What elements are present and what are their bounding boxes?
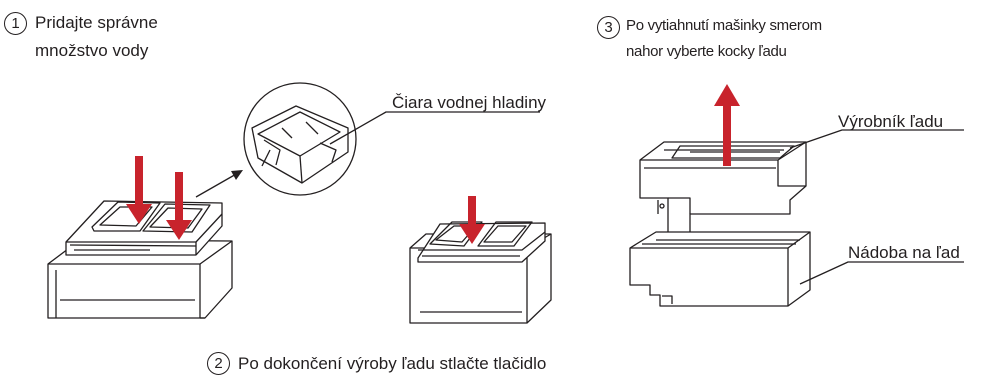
red-arrows <box>126 84 740 244</box>
step-1-text-line1: Pridajte správne <box>35 13 158 32</box>
step-1-number: 1 <box>4 12 27 35</box>
down-arrow-1-shaft <box>135 156 143 206</box>
step-3-number: 3 <box>597 16 620 39</box>
magnifier-drawing <box>243 82 540 196</box>
step-2-number: 2 <box>207 352 230 375</box>
water-line-label: Čiara vodnej hladiny <box>392 93 547 112</box>
down-arrow-2-shaft <box>175 172 183 222</box>
ice-container-label: Nádoba na ľad <box>848 243 960 262</box>
step-1-text-line2: množstvo vody <box>35 41 149 60</box>
up-arrow-shaft <box>723 104 731 166</box>
down-arrow-3-head <box>166 220 192 240</box>
zoom-arrow <box>195 172 239 198</box>
step-3-text-line2: nahor vyberte kocky ľadu <box>626 43 787 60</box>
ice-maker-label: Výrobník ľadu <box>838 112 944 131</box>
down-arrow-1-head <box>126 204 152 224</box>
zoom-arrow-head <box>231 170 243 180</box>
step-3-text-line1: Po vytiahnutí mašinky smerom <box>626 17 822 34</box>
step-2-text: Po dokončení výroby ľadu stlačte tlačidl… <box>238 354 547 373</box>
press-arrow-head <box>459 224 485 244</box>
ice-maker-press-drawing <box>409 221 552 324</box>
ice-maker-lifted-drawing <box>639 129 964 237</box>
press-arrow-shaft <box>468 196 476 226</box>
ice-container-drawing <box>629 231 964 307</box>
up-arrow-head <box>714 84 740 106</box>
